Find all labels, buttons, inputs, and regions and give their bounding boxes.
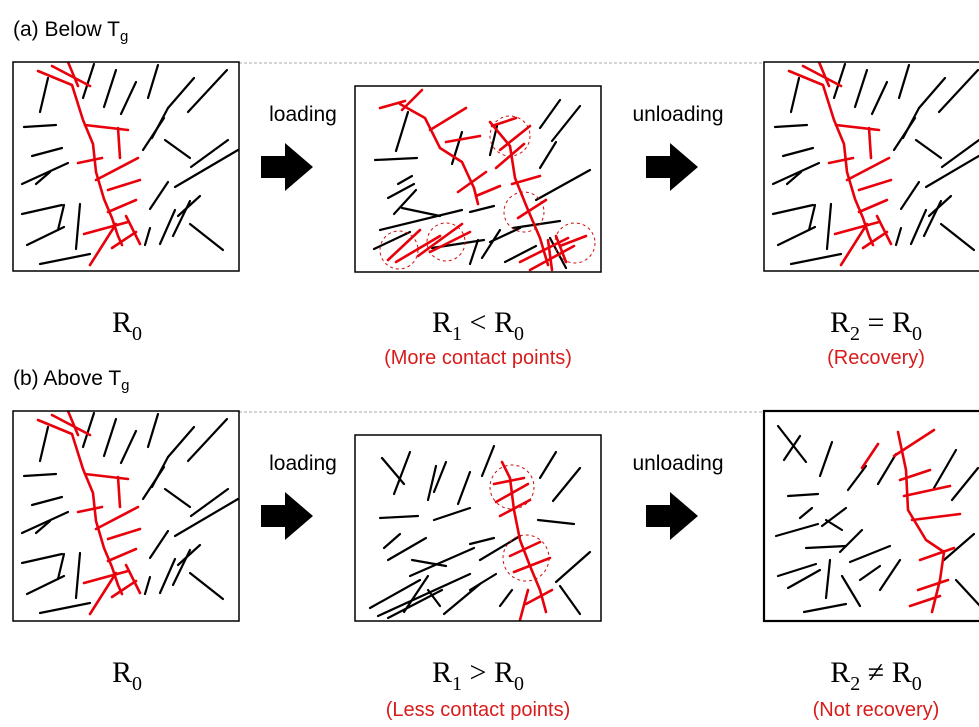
panel-a-r2-note: (Recovery) [827,347,925,369]
panel-b-r2-label: R2 ≠ R0 [830,656,922,695]
panel-a-r1-note: (More contact points) [384,347,572,369]
loading-arrow-b [261,492,313,540]
panel-a-unloading-label: unloading [632,103,723,126]
panel-b-label: (b) Above Tg [13,367,130,394]
panel-a-loading-label: loading [269,103,337,126]
panel-b-loading-label: loading [269,452,337,475]
panel-b-r0-label: R0 [112,656,142,695]
panel-a-unloaded-network [763,61,979,272]
panel-a-initial-network [12,61,240,272]
panel-b-r1-note: (Less contact points) [386,699,571,721]
unloading-arrow-b [646,492,698,540]
panel-b-loaded-network [354,434,602,622]
loading-arrow-a [261,143,313,191]
panel-b-r2-note: (Not recovery) [813,699,940,721]
panel-a-r0-label: R0 [112,306,142,345]
panel-a-r1-label: R1 < R0 [432,306,524,345]
panel-b-unloading-label: unloading [632,452,723,475]
panel-b-initial-network [12,410,240,622]
panel-b-r1-label: R1 > R0 [432,656,524,695]
panel-a-r2-label: R2 = R0 [830,306,922,345]
unloading-arrow-a [646,143,698,191]
panel-b-unloaded-network [762,409,979,623]
panel-a-label: (a) Below Tg [13,18,128,45]
panel-a-loaded-network [354,85,602,273]
